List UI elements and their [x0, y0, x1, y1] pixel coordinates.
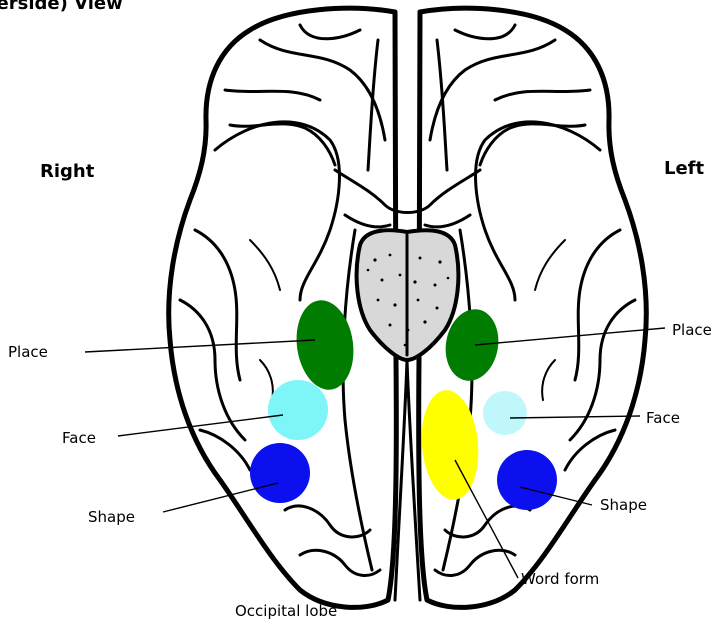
label-left-shape: Shape [600, 496, 647, 514]
label-left-face: Face [646, 409, 680, 427]
label-left-place: Place [672, 321, 712, 339]
central-fissure [395, 360, 420, 600]
left-hemisphere-label: Left [664, 158, 705, 179]
label-right-shape: Shape [88, 508, 135, 526]
label-right-place: Place [8, 343, 48, 361]
left-face-region [483, 391, 527, 435]
diagram-title: (Underside) View [0, 0, 123, 14]
label-word-form: Word form [521, 570, 599, 588]
left-shape-region [497, 450, 557, 510]
occipital-lobe-label: Occipital lobe [235, 602, 337, 620]
right-face-region [268, 380, 328, 440]
right-shape-region [250, 443, 310, 503]
right-hemisphere-label: Right [40, 161, 95, 182]
label-right-face: Face [62, 429, 96, 447]
